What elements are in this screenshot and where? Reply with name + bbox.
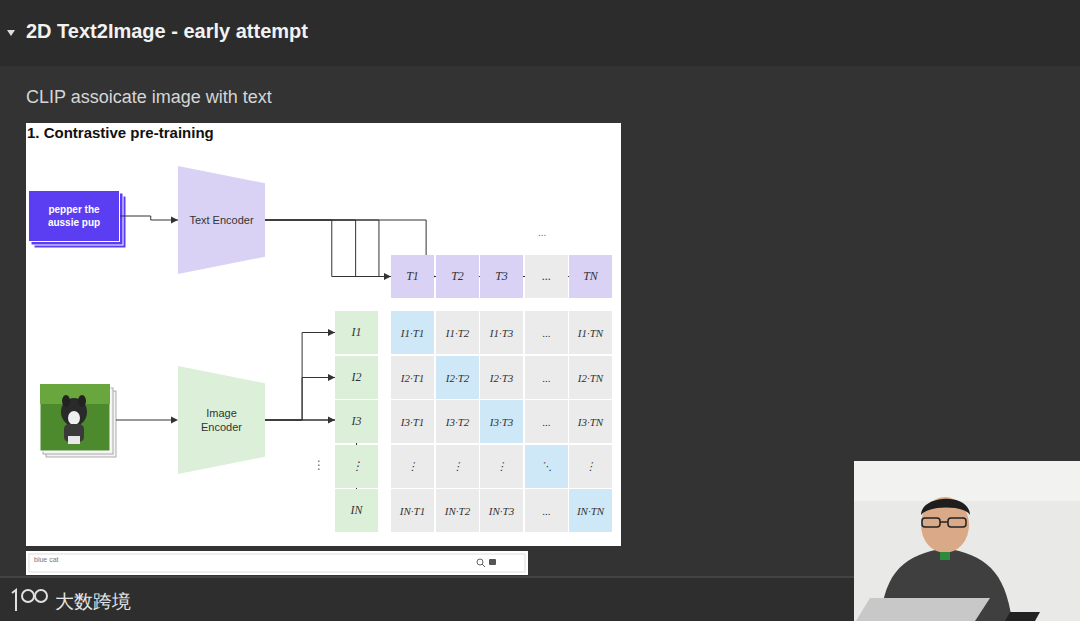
encoder-block: Image Encoder xyxy=(178,366,265,474)
similarity-cell: ⋮ xyxy=(391,445,434,488)
encoder-label: Text Encoder xyxy=(189,213,253,227)
similarity-score: ⋱ xyxy=(541,460,552,473)
similarity-cell: I2·T1 xyxy=(391,356,434,399)
similarity-score: I1·T1 xyxy=(401,327,425,339)
similarity-score: IN·TN xyxy=(577,505,604,517)
similarity-score: I3·TN xyxy=(578,416,603,428)
embedding-label: IN xyxy=(351,503,363,518)
image-embedding: I2 xyxy=(335,356,378,399)
similarity-score: ... xyxy=(542,505,550,517)
flow-arrow xyxy=(265,333,335,421)
panel-heading: 1. Contrastive pre-training xyxy=(27,124,214,141)
encoder-block: Text Encoder xyxy=(178,166,265,274)
similarity-cell: IN·TN xyxy=(569,489,612,532)
similarity-score: ⋮ xyxy=(407,460,418,473)
similarity-cell: IN·T3 xyxy=(480,489,523,532)
similarity-score: I1·T3 xyxy=(490,327,514,339)
similarity-cell: ... xyxy=(525,356,568,399)
similarity-cell: I2·TN xyxy=(569,356,612,399)
embedding-label: ... xyxy=(542,269,551,284)
similarity-score: I3·T3 xyxy=(490,416,514,428)
similarity-cell: I3·T3 xyxy=(480,400,523,443)
similarity-cell: ... xyxy=(525,400,568,443)
similarity-score: IN·T1 xyxy=(400,505,425,517)
text-embedding: T2 xyxy=(436,255,479,298)
similarity-cell: I1·T3 xyxy=(480,311,523,354)
similarity-score: IN·T3 xyxy=(489,505,514,517)
similarity-cell: ⋱ xyxy=(525,445,568,488)
flow-arrow xyxy=(265,378,335,421)
encoder-label: Image Encoder xyxy=(186,406,257,434)
similarity-score: I3·T1 xyxy=(401,416,425,428)
embedding-label: T2 xyxy=(451,269,464,284)
similarity-score: I2·T3 xyxy=(490,372,514,384)
embedding-label: ⋮ xyxy=(351,459,363,474)
image-embedding: ⋮ xyxy=(335,445,378,488)
flow-arrow xyxy=(120,216,178,220)
image-embedding: I1 xyxy=(335,311,378,354)
similarity-score: I2·T2 xyxy=(446,372,470,384)
similarity-cell: I1·TN xyxy=(569,311,612,354)
search-query: blue cat xyxy=(34,556,59,563)
similarity-score: I3·T2 xyxy=(446,416,470,428)
flow-arrow xyxy=(265,220,391,277)
similarity-score: I2·TN xyxy=(578,372,603,384)
similarity-score: I1·TN xyxy=(578,327,603,339)
similarity-score: ... xyxy=(542,372,550,384)
embedding-label: T3 xyxy=(495,269,508,284)
embedding-label: I1 xyxy=(352,325,362,340)
similarity-score: IN·T2 xyxy=(445,505,470,517)
similarity-score: ⋮ xyxy=(452,460,463,473)
ellipsis: ... xyxy=(538,227,546,238)
text-embedding: T3 xyxy=(480,255,523,298)
caption-card: pepper the aussie pup xyxy=(28,190,120,242)
similarity-cell: I3·T1 xyxy=(391,400,434,443)
similarity-cell: I2·T3 xyxy=(480,356,523,399)
similarity-cell: ⋮ xyxy=(480,445,523,488)
similarity-cell: ⋮ xyxy=(436,445,479,488)
similarity-score: I2·T1 xyxy=(401,372,425,384)
similarity-cell: ... xyxy=(525,311,568,354)
image-embedding: IN xyxy=(335,489,378,532)
similarity-score: ... xyxy=(542,327,550,339)
embedding-label: I2 xyxy=(352,370,362,385)
ellipsis: ⋮ xyxy=(313,458,325,472)
similarity-score: I1·T2 xyxy=(446,327,470,339)
similarity-score: ⋮ xyxy=(585,460,596,473)
similarity-cell: I3·TN xyxy=(569,400,612,443)
watermark: 大数跨境 xyxy=(55,589,131,615)
encoder-trapezoid xyxy=(178,366,265,474)
similarity-cell: ... xyxy=(525,489,568,532)
similarity-score: ⋮ xyxy=(496,460,507,473)
embedding-label: I3 xyxy=(352,414,362,429)
embedding-label: TN xyxy=(583,269,598,284)
image-embedding: I3 xyxy=(335,400,378,443)
similarity-cell: IN·T1 xyxy=(391,489,434,532)
similarity-cell: I3·T2 xyxy=(436,400,479,443)
caption-text: pepper the aussie pup xyxy=(37,203,111,229)
subtitle: CLIP assoicate image with text xyxy=(26,87,272,108)
embedding-label: T1 xyxy=(406,269,419,284)
slide-title: 2D Text2Image - early attempt xyxy=(26,20,308,43)
similarity-cell: IN·T2 xyxy=(436,489,479,532)
text-embedding: ... xyxy=(525,255,568,298)
text-embedding: TN xyxy=(569,255,612,298)
text-embedding: T1 xyxy=(391,255,434,298)
similarity-cell: I1·T2 xyxy=(436,311,479,354)
similarity-score: ... xyxy=(542,416,550,428)
similarity-cell: I2·T2 xyxy=(436,356,479,399)
similarity-cell: ⋮ xyxy=(569,445,612,488)
similarity-cell: I1·T1 xyxy=(391,311,434,354)
